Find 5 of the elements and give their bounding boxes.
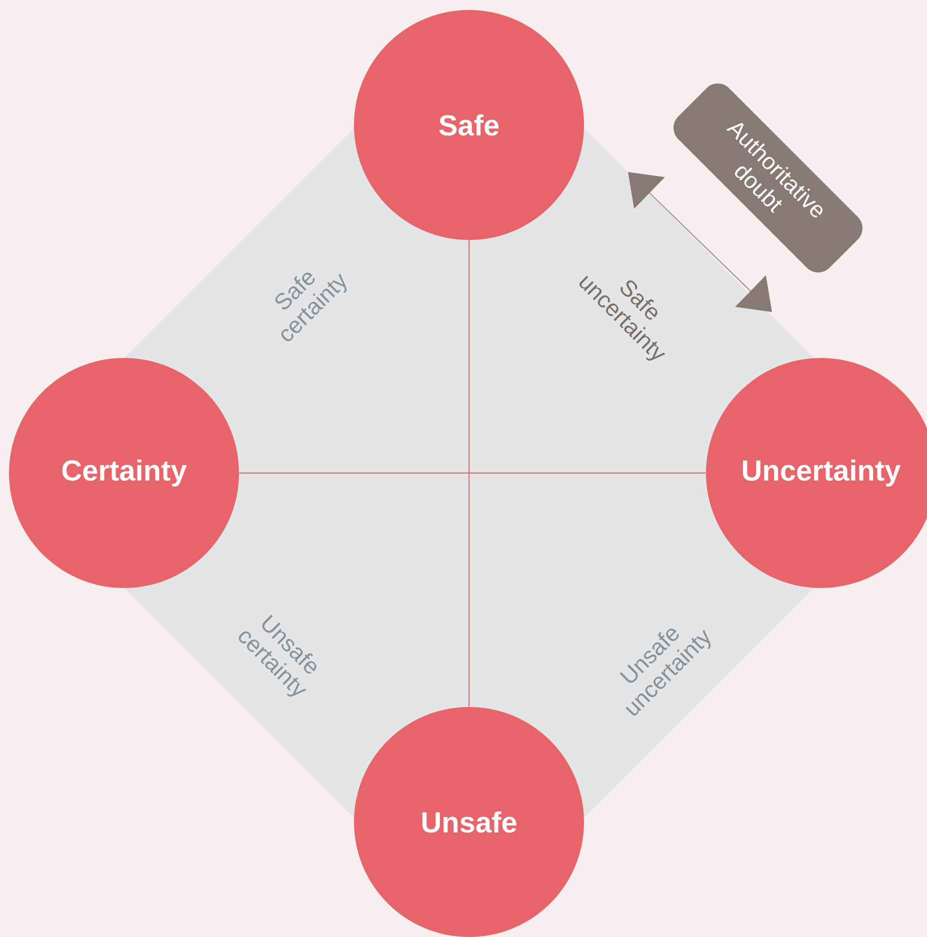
connector-line xyxy=(468,240,470,708)
circle-node: Unsafe xyxy=(354,707,584,937)
connector-line xyxy=(238,472,706,474)
circle-node: Safe xyxy=(354,10,584,240)
circle-node: Certainty xyxy=(9,358,239,588)
